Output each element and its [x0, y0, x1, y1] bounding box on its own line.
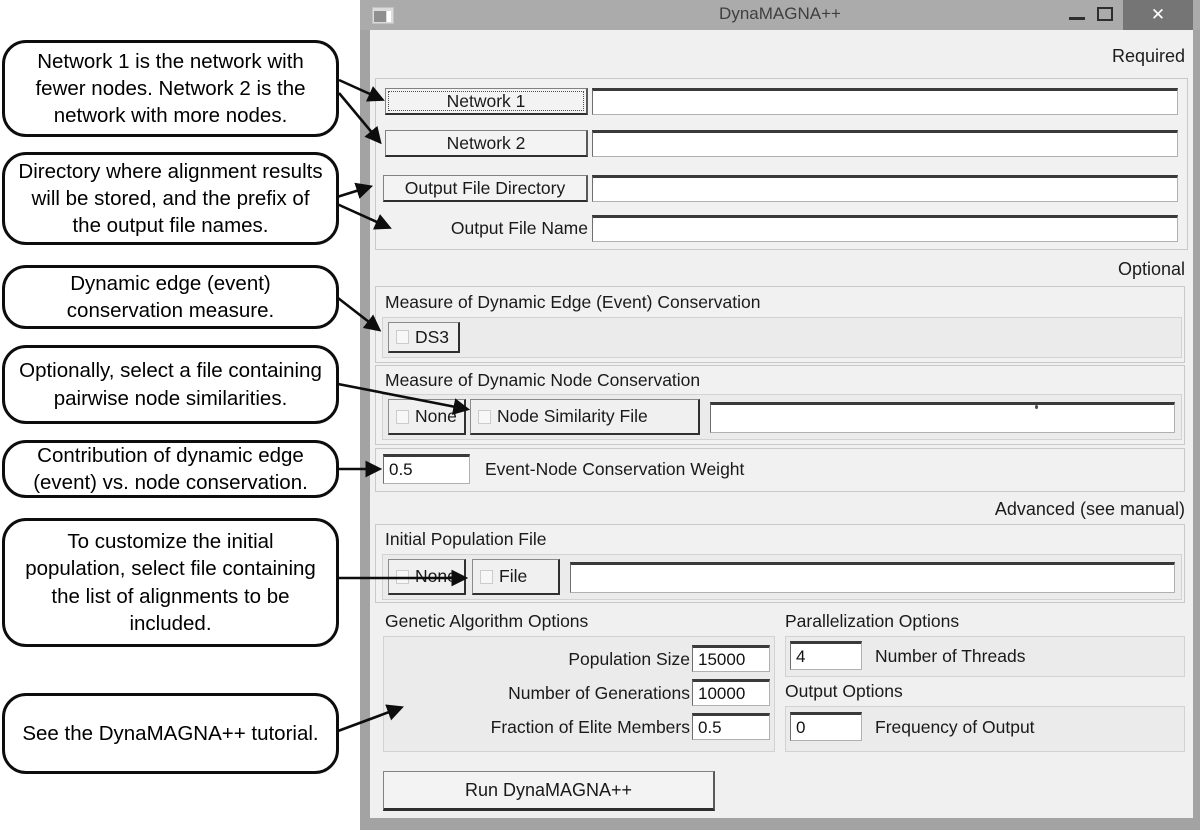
weight-label: Event-Node Conservation Weight [485, 459, 745, 479]
required-section-label: Required [1111, 46, 1185, 66]
callout-output-directory: Directory where alignment results will b… [2, 152, 339, 245]
optional-section-label: Optional [1117, 259, 1185, 279]
initial-population-heading: Initial Population File [385, 529, 547, 549]
callout-tutorial: See the DynaMAGNA++ tutorial. [2, 693, 339, 774]
population-none-checkbox[interactable]: None [388, 559, 466, 595]
population-file-checkbox[interactable]: File [472, 559, 560, 595]
node-conservation-heading: Measure of Dynamic Node Conservation [385, 370, 701, 390]
stray-mark [1035, 405, 1038, 409]
advanced-section-label: Advanced (see manual) [994, 499, 1185, 519]
network2-button-label: Network 2 [446, 132, 526, 153]
node-similarity-file-checkbox[interactable]: Node Similarity File [470, 399, 700, 435]
callout-output-directory-text: Directory where alignment results will b… [18, 159, 323, 238]
output-directory-button[interactable]: Output File Directory [383, 175, 588, 202]
window-border-left [360, 30, 370, 830]
genetic-algorithm-heading: Genetic Algorithm Options [385, 611, 589, 631]
threads-input[interactable] [790, 641, 862, 670]
output-directory-button-label: Output File Directory [404, 177, 566, 198]
generations-label: Number of Generations [508, 683, 690, 703]
window-border-right [1193, 30, 1200, 830]
callout-edge-conservation-text: Dynamic edge (event) conservation measur… [66, 271, 275, 322]
population-size-input[interactable] [692, 645, 770, 672]
network2-input[interactable] [592, 130, 1178, 157]
callout-weight-text: Contribution of dynamic edge (event) vs.… [33, 443, 308, 494]
maximize-icon [1097, 7, 1113, 21]
close-icon: ✕ [1150, 5, 1166, 24]
population-size-label: Population Size [568, 649, 690, 669]
callout-networks: Network 1 is the network with fewer node… [2, 40, 339, 137]
network2-button[interactable]: Network 2 [385, 130, 588, 157]
population-none-checkbox-icon [396, 569, 409, 584]
ds3-label: DS3 [415, 326, 450, 347]
population-file-checkbox-icon [480, 569, 493, 584]
run-button-label: Run DynaMAGNA++ [464, 779, 633, 800]
node-similarity-file-checkbox-icon [478, 409, 491, 424]
elite-fraction-input[interactable] [692, 713, 770, 740]
generations-input[interactable] [692, 679, 770, 706]
callout-node-similarity-text: Optionally, select a file containing pai… [19, 359, 322, 410]
parallelization-heading: Parallelization Options [785, 611, 960, 631]
node-similarity-file-label: Node Similarity File [497, 406, 648, 426]
callout-initial-population-text: To customize the initial population, sel… [25, 530, 316, 635]
output-frequency-label: Frequency of Output [875, 717, 1035, 737]
callout-weight: Contribution of dynamic edge (event) vs.… [2, 440, 339, 498]
output-options-heading: Output Options [785, 681, 903, 701]
title-bar[interactable]: DynaMAGNA++ ✕ [360, 0, 1200, 30]
node-similarity-file-input[interactable] [710, 402, 1175, 433]
app-icon [372, 7, 394, 24]
node-none-checkbox-icon [396, 409, 409, 424]
ds3-checkbox[interactable]: DS3 [388, 322, 460, 353]
population-file-label: File [499, 566, 528, 586]
node-none-checkbox[interactable]: None [388, 399, 466, 435]
callout-initial-population: To customize the initial population, sel… [2, 518, 339, 647]
output-name-label: Output File Name [450, 218, 588, 238]
window-border-bottom [360, 818, 1200, 830]
node-none-label: None [415, 406, 457, 426]
callout-node-similarity: Optionally, select a file containing pai… [2, 345, 339, 424]
output-frequency-input[interactable] [790, 712, 862, 741]
minimize-button[interactable] [1063, 0, 1091, 30]
edge-conservation-heading: Measure of Dynamic Edge (Event) Conserva… [385, 292, 761, 312]
weight-input[interactable] [383, 454, 470, 484]
threads-label: Number of Threads [875, 646, 1026, 666]
population-none-label: None [415, 566, 457, 586]
close-button[interactable]: ✕ [1123, 0, 1193, 30]
weight-box [375, 448, 1185, 492]
network1-input[interactable] [592, 88, 1178, 115]
elite-fraction-label: Fraction of Elite Members [490, 717, 690, 737]
minimize-icon [1069, 17, 1085, 20]
dynamagna-window: DynaMAGNA++ ✕ Required Network 1 Network… [360, 0, 1200, 830]
network1-button-label: Network 1 [446, 90, 526, 111]
callout-networks-text: Network 1 is the network with fewer node… [35, 49, 306, 128]
callout-tutorial-text: See the DynaMAGNA++ tutorial. [22, 721, 319, 745]
window-title: DynaMAGNA++ [719, 4, 841, 23]
maximize-button[interactable] [1091, 0, 1119, 30]
callout-edge-conservation: Dynamic edge (event) conservation measur… [2, 265, 339, 329]
output-directory-input[interactable] [592, 175, 1178, 202]
edge-conservation-panel [382, 317, 1182, 358]
output-name-input[interactable] [592, 215, 1178, 242]
run-button[interactable]: Run DynaMAGNA++ [383, 771, 715, 811]
network1-button[interactable]: Network 1 [385, 88, 588, 115]
population-file-input[interactable] [570, 562, 1175, 593]
ds3-checkbox-icon [396, 330, 409, 344]
